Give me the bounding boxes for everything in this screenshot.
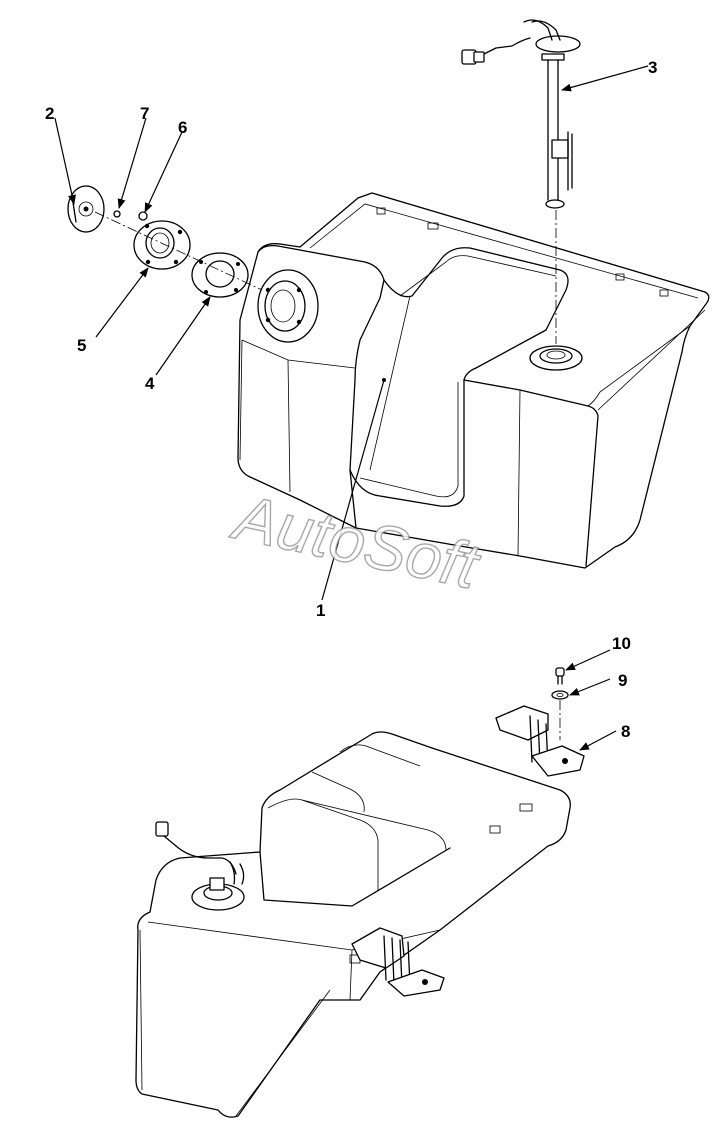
filler-cap-assembly [67,185,263,298]
watermark-autosoft: AutoSoft [225,480,486,603]
callout-4: 4 [145,374,155,393]
callout-5: 5 [77,336,86,355]
callout-8: 8 [621,722,630,741]
fuel-level-sender [461,19,581,344]
strap-bracket-parts [495,667,585,777]
callout-6: 6 [178,118,187,137]
callout-9: 9 [618,671,627,690]
callout-7: 7 [140,104,149,123]
fuel-tank-exploded-view [54,19,710,601]
callout-10: 10 [612,634,631,653]
leader-lines-upper [54,65,649,601]
callout-1: 1 [316,601,325,620]
callout-3: 3 [648,58,657,77]
fuel-tank-assembled-view [135,731,571,1118]
fuel-tank [237,192,710,569]
callout-2: 2 [45,104,54,123]
leader-lines-lower [565,649,617,751]
